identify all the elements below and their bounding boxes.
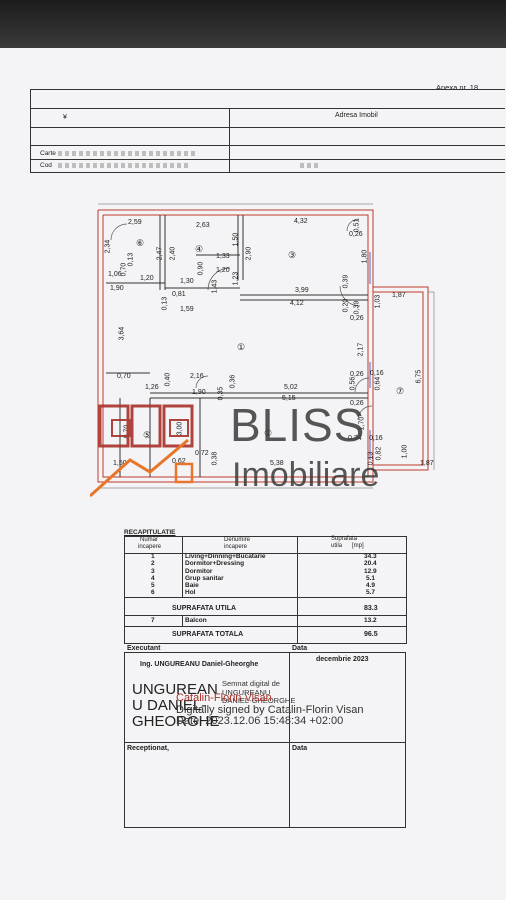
bliss-logo-icon (90, 404, 194, 498)
balcon-label: Balcon (185, 617, 207, 624)
carte-label: Carte (40, 150, 56, 157)
suprafata-totala-label: SUPRAFATA TOTALA (172, 631, 244, 638)
recap-title: RECAPITULATIE (124, 529, 176, 536)
room-1-marker: ① (237, 342, 245, 352)
photo-background (0, 0, 506, 48)
recap-row-4: 4 (151, 575, 155, 582)
engineer-name: Ing. UNGUREANU Daniel-Gheorghe (140, 661, 259, 668)
date-value: decembrie 2023 (316, 656, 369, 663)
room-5-marker: ⑤ (143, 430, 151, 440)
recap-row-3: 3 (151, 568, 155, 575)
suprafata-totala-value: 96.5 (364, 631, 378, 638)
recap-row-5: 5 (151, 582, 155, 589)
brand-subtitle: Imobiliare (232, 456, 380, 494)
room-7-marker: ⑦ (396, 386, 404, 396)
data-label: Data (292, 645, 308, 652)
recap-row-6: 6 (151, 589, 155, 596)
cod-label: Cod (40, 162, 52, 169)
room-6-marker: ⑥ (136, 238, 144, 248)
balcon-value: 13.2 (364, 617, 377, 624)
address-label: Adresa Imobil (335, 112, 378, 119)
suprafata-utila-label: SUPRAFATA UTILA (172, 605, 237, 612)
recap-row-2: 2 (151, 560, 155, 567)
visan-signature: Catalin-Florin Visan Digitally signed by… (176, 692, 364, 728)
digital-signature-note: Semnat digital de UNGUREANU DANIEL-GHEOR… (222, 679, 296, 706)
executant-label: Executant (127, 645, 161, 652)
receptionat-label: Receptionat, (127, 745, 170, 752)
room-4-marker: ④ (195, 244, 203, 254)
brand-name: BLISS (230, 399, 366, 451)
signature-name: UNGUREAN U DANIEL- GHEORGHE (132, 681, 220, 730)
suprafata-utila-value: 83.3 (364, 605, 378, 612)
room-3-marker: ③ (288, 250, 296, 260)
recap-row-1: 1 (151, 553, 155, 560)
data-label-2: Data (292, 745, 308, 752)
annex-label: Anexa nr. 18 (436, 83, 479, 92)
room-2-marker: ② (264, 428, 272, 438)
document-page (0, 48, 506, 900)
